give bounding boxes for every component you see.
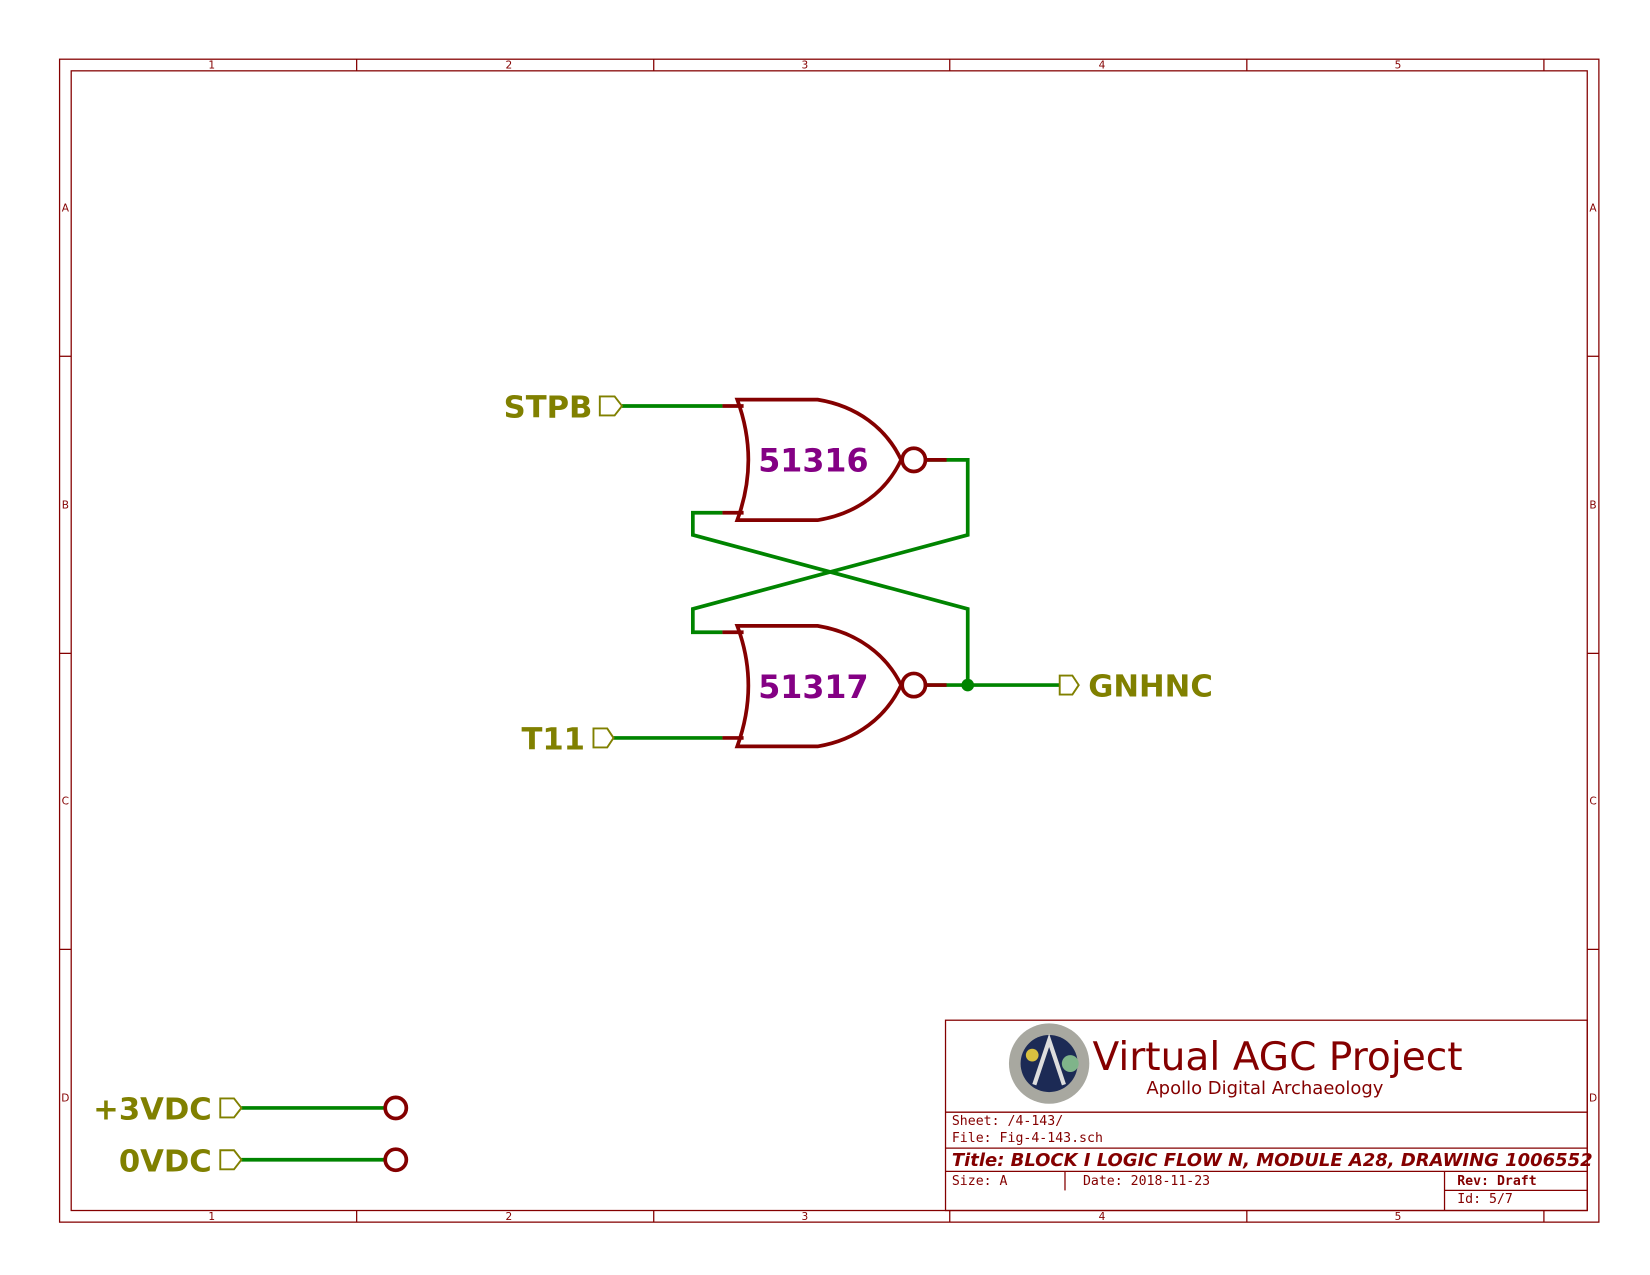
row-label: D	[61, 1093, 69, 1105]
col-label: 4	[1099, 1211, 1106, 1223]
col-label: 2	[506, 60, 513, 72]
signal-label: 0VDC	[119, 1144, 212, 1179]
signal-label: +3VDC	[93, 1093, 212, 1128]
signal-t11[interactable]: T11	[521, 723, 615, 758]
wires	[241, 404, 1060, 1162]
project-name: Virtual AGC Project	[1092, 1035, 1462, 1080]
row-label: A	[1589, 202, 1597, 214]
gate-ref: 51317	[758, 670, 868, 706]
row-label: C	[62, 796, 69, 808]
file-name: File: Fig-4-143.sch	[952, 1131, 1103, 1146]
col-label: 2	[506, 1211, 513, 1223]
row-label: A	[62, 202, 70, 214]
power-3vdc[interactable]: +3VDC	[93, 1093, 409, 1128]
col-label: 3	[802, 1211, 809, 1223]
signal-stpb[interactable]: STPB	[504, 391, 624, 426]
power-terminal	[383, 1147, 409, 1173]
junction-dot	[961, 678, 975, 692]
col-label: 1	[208, 60, 215, 72]
sheet-size: Size: A	[952, 1174, 1008, 1189]
row-label: D	[1589, 1093, 1597, 1105]
signal-label: T11	[521, 723, 585, 758]
col-label: 1	[208, 1211, 215, 1223]
signal-gnhnc[interactable]: GNHNC	[1058, 670, 1213, 705]
col-label: 4	[1099, 60, 1106, 72]
col-label: 3	[802, 60, 809, 72]
sheet-path: Sheet: /4-143/	[952, 1114, 1063, 1129]
sheet-id: Id: 5/7	[1457, 1192, 1513, 1207]
drawing-date: Date: 2018-11-23	[1083, 1174, 1210, 1189]
power-0vdc[interactable]: 0VDC	[119, 1144, 409, 1179]
signal-label: STPB	[504, 391, 593, 426]
apollo-logo	[1008, 1023, 1090, 1104]
nor-gate-51316[interactable]: 51316	[722, 397, 947, 522]
nor-gate-51317[interactable]: 51317	[722, 624, 947, 749]
row-label: B	[62, 500, 69, 512]
revision: Rev: Draft	[1457, 1174, 1536, 1189]
drawing-title: Title: BLOCK I LOGIC FLOW N, MODULE A28,…	[952, 1150, 1593, 1171]
row-labels: A B C D A B C D	[61, 202, 1597, 1104]
row-label: C	[1589, 796, 1596, 808]
row-label: B	[1589, 500, 1596, 512]
sheet-frame	[58, 58, 1600, 1223]
gate-ref: 51316	[758, 444, 868, 480]
column-labels-top: 1 2 3 4 5	[208, 60, 1401, 72]
col-label: 5	[1395, 1211, 1402, 1223]
title-block: Virtual AGC Project Apollo Digital Archa…	[944, 1019, 1593, 1212]
signal-label: GNHNC	[1088, 670, 1213, 705]
project-subtitle: Apollo Digital Archaeology	[1146, 1078, 1383, 1099]
col-label: 5	[1395, 60, 1402, 72]
power-terminal	[383, 1095, 409, 1121]
column-labels-bottom: 1 2 3 4 5	[208, 1211, 1401, 1223]
